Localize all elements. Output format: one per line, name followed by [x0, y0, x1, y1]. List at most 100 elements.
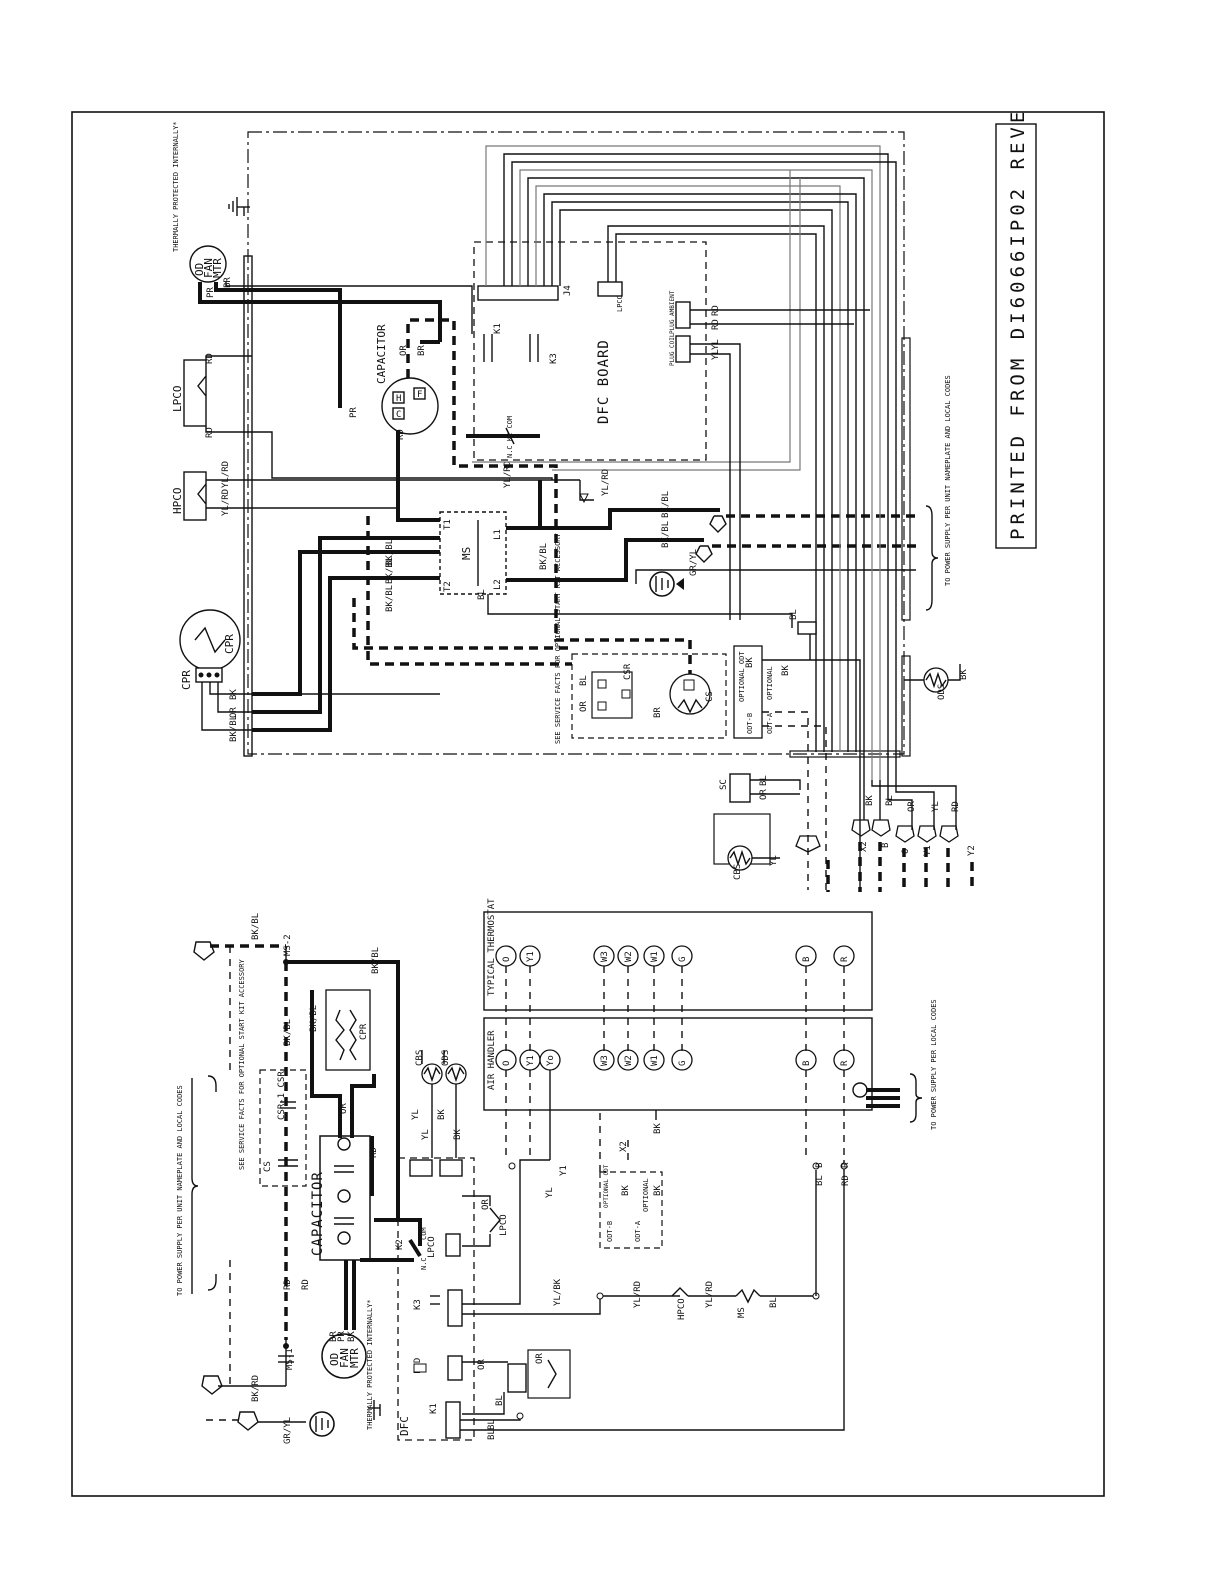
- ts-terminal-r: [833, 945, 855, 967]
- ladder-sensors: CBS ODS YL YL BK BK: [411, 1050, 467, 1158]
- lpco-switch: LPCO RD RD: [171, 353, 553, 480]
- ah-terminal-o: [495, 1049, 517, 1071]
- unit-power-note: TO POWER SUPPLY PER UNIT NAMEPLATE AND L…: [944, 375, 952, 586]
- svg-text:RD: RD: [283, 1279, 293, 1290]
- optional-odt: OPTIONAL ODT ODT-B BK ODT-A OPTIONAL BK: [733, 645, 791, 739]
- svg-text:J4: J4: [563, 285, 573, 296]
- ladder-fan-motor: OD FAN MTR THERMALLY PROTECTED INTERNALL…: [321, 1299, 374, 1430]
- svg-text:BK: BK: [453, 1129, 463, 1140]
- svg-text:R: R: [841, 1162, 851, 1168]
- ah-terminal-label: Y1: [526, 1055, 536, 1066]
- svg-text:H: H: [396, 394, 401, 404]
- ah-terminal-label: R: [840, 1060, 850, 1066]
- ladder-connector-bkrd: BK/RD: [201, 1260, 286, 1402]
- svg-text:ODT-A: ODT-A: [766, 712, 774, 734]
- od-fan-motor: OD FAN MTR THERMALLY PROTECTED INTERNALL…: [172, 121, 227, 283]
- svg-text:MTR: MTR: [348, 1348, 361, 1368]
- svg-text:OD: OD: [328, 1353, 341, 1366]
- svg-text:OPTIONAL: OPTIONAL: [642, 1178, 650, 1212]
- svg-text:CPR: CPR: [180, 670, 193, 690]
- svg-text:BK: BK: [437, 1109, 447, 1120]
- svg-text:BK/BL: BK/BL: [385, 539, 395, 566]
- ah-terminal-label: B: [802, 1061, 812, 1066]
- ladder-dfc-box: DFC LPCO LED K3 K1 K2 COM N.C: [395, 1157, 475, 1441]
- wire-bundle-bottom: [789, 750, 901, 758]
- svg-text:F: F: [417, 390, 422, 400]
- svg-text:BL: BL: [885, 795, 895, 806]
- svg-text:RD: RD: [841, 1175, 851, 1186]
- svg-text:YL/RD: YL/RD: [503, 461, 513, 488]
- svg-text:CSR-1 CSR: CSR-1 CSR: [277, 1071, 287, 1120]
- svg-text:BL: BL: [769, 1297, 779, 1308]
- dfc-board: DFC BOARD K1 K3 J4 N.C K2 COM LPCO PLUG …: [466, 241, 707, 461]
- svg-text:YL: YL: [421, 1129, 431, 1140]
- svg-text:PLUG AMBIENT: PLUG AMBIENT: [669, 290, 676, 334]
- svg-text:ODT-B: ODT-B: [746, 713, 754, 734]
- start-kit-optional: CSR CS SEE SERVICE FACTS FOR OPTIONAL ST…: [554, 532, 727, 744]
- svg-text:BK: BK: [347, 1331, 357, 1342]
- svg-text:TO POWER SUPPLY PER LOCAL CODE: TO POWER SUPPLY PER LOCAL CODES: [930, 999, 938, 1130]
- sheet-border: [71, 111, 1105, 1497]
- unit-schematic: OD FAN MTR THERMALLY PROTECTED INTERNALL…: [171, 121, 977, 892]
- svg-text:CSR: CSR: [623, 663, 633, 680]
- terminal-y2: Y2: [939, 825, 977, 856]
- svg-text:CBS: CBS: [733, 864, 743, 880]
- svg-text:OR: OR: [907, 801, 917, 812]
- svg-text:LPCO: LPCO: [616, 295, 624, 312]
- svg-text:RD: RD: [301, 1279, 311, 1290]
- wire-bundle-right-upper: [901, 337, 911, 621]
- svg-text:BR: BR: [653, 707, 663, 718]
- svg-text:ODT-B: ODT-B: [606, 1221, 614, 1242]
- ah-terminal-g: [671, 1049, 693, 1071]
- svg-text:YL: YL: [711, 339, 721, 350]
- ah-terminal-label: Yo: [546, 1055, 556, 1066]
- svg-text:X2: X2: [619, 1141, 629, 1152]
- svg-text:CS: CS: [705, 691, 715, 702]
- terminal-x2: X2: [851, 819, 871, 852]
- svg-text:DFC BOARD: DFC BOARD: [596, 339, 612, 424]
- svg-text:T1: T1: [443, 519, 453, 530]
- svg-text:BL: BL: [495, 1395, 505, 1406]
- svg-text:B: B: [881, 843, 891, 848]
- ah-terminal-label: W1: [650, 1055, 660, 1066]
- svg-text:ODT-A: ODT-A: [634, 1220, 642, 1242]
- svg-text:AIR HANDLER: AIR HANDLER: [487, 1030, 497, 1090]
- svg-text:YL: YL: [545, 1187, 555, 1198]
- svg-text:OR: OR: [759, 789, 769, 800]
- ladder-diagram: TO POWER SUPPLY PER UNIT NAMEPLATE AND L…: [176, 898, 938, 1444]
- ts-terminal-label: W2: [624, 951, 634, 962]
- ods-sensor: ODS BK: [904, 664, 969, 700]
- ladder-k1-relay: BL OR OR: [462, 1349, 571, 1415]
- svg-text:PR: PR: [349, 407, 359, 418]
- ladder-ms-coil: MS BL: [735, 1288, 820, 1318]
- svg-text:OR: OR: [399, 345, 409, 356]
- ladder-start-kit: SEE SERVICE FACTS FOR OPTIONAL START KIT…: [238, 958, 307, 1187]
- svg-text:DFC: DFC: [398, 1416, 411, 1436]
- svg-text:Y1: Y1: [559, 1165, 569, 1176]
- svg-text:PLUG COIL: PLUG COIL: [669, 333, 676, 366]
- ts-terminal-label: O: [502, 957, 512, 962]
- svg-text:ODS: ODS: [937, 684, 947, 700]
- svg-text:GR/YL: GR/YL: [689, 549, 699, 576]
- svg-text:L2: L2: [493, 579, 503, 590]
- ladder-compressor: CPR: [325, 989, 371, 1071]
- bl-connector: BL: [789, 609, 817, 660]
- ladder-connector-bkbl: BK/BL: [193, 913, 286, 1070]
- svg-text:MS: MS: [737, 1307, 747, 1318]
- svg-text:BL: BL: [487, 1429, 497, 1440]
- print-stamp-text: PRINTED FROM DI6066IP02 REVE: [1007, 108, 1029, 540]
- ts-terminal-g: [671, 945, 693, 967]
- svg-text:OR: OR: [477, 1359, 487, 1370]
- svg-text:MTR: MTR: [211, 258, 224, 278]
- svg-text:YL/RD: YL/RD: [221, 461, 231, 488]
- svg-text:YL: YL: [411, 1109, 421, 1120]
- svg-text:BK/BL: BK/BL: [661, 491, 671, 518]
- ground-symbol-top: [228, 197, 250, 216]
- svg-text:CAPACITOR: CAPACITOR: [375, 324, 388, 384]
- contactor-ms: MS T1 T2 L1 L2: [439, 511, 507, 595]
- wire-bundle-right-lower: [901, 655, 911, 757]
- ground-lug: GR/YL: [635, 549, 916, 597]
- svg-text:BR: BR: [223, 277, 233, 288]
- svg-text:BK/BL: BK/BL: [371, 947, 381, 974]
